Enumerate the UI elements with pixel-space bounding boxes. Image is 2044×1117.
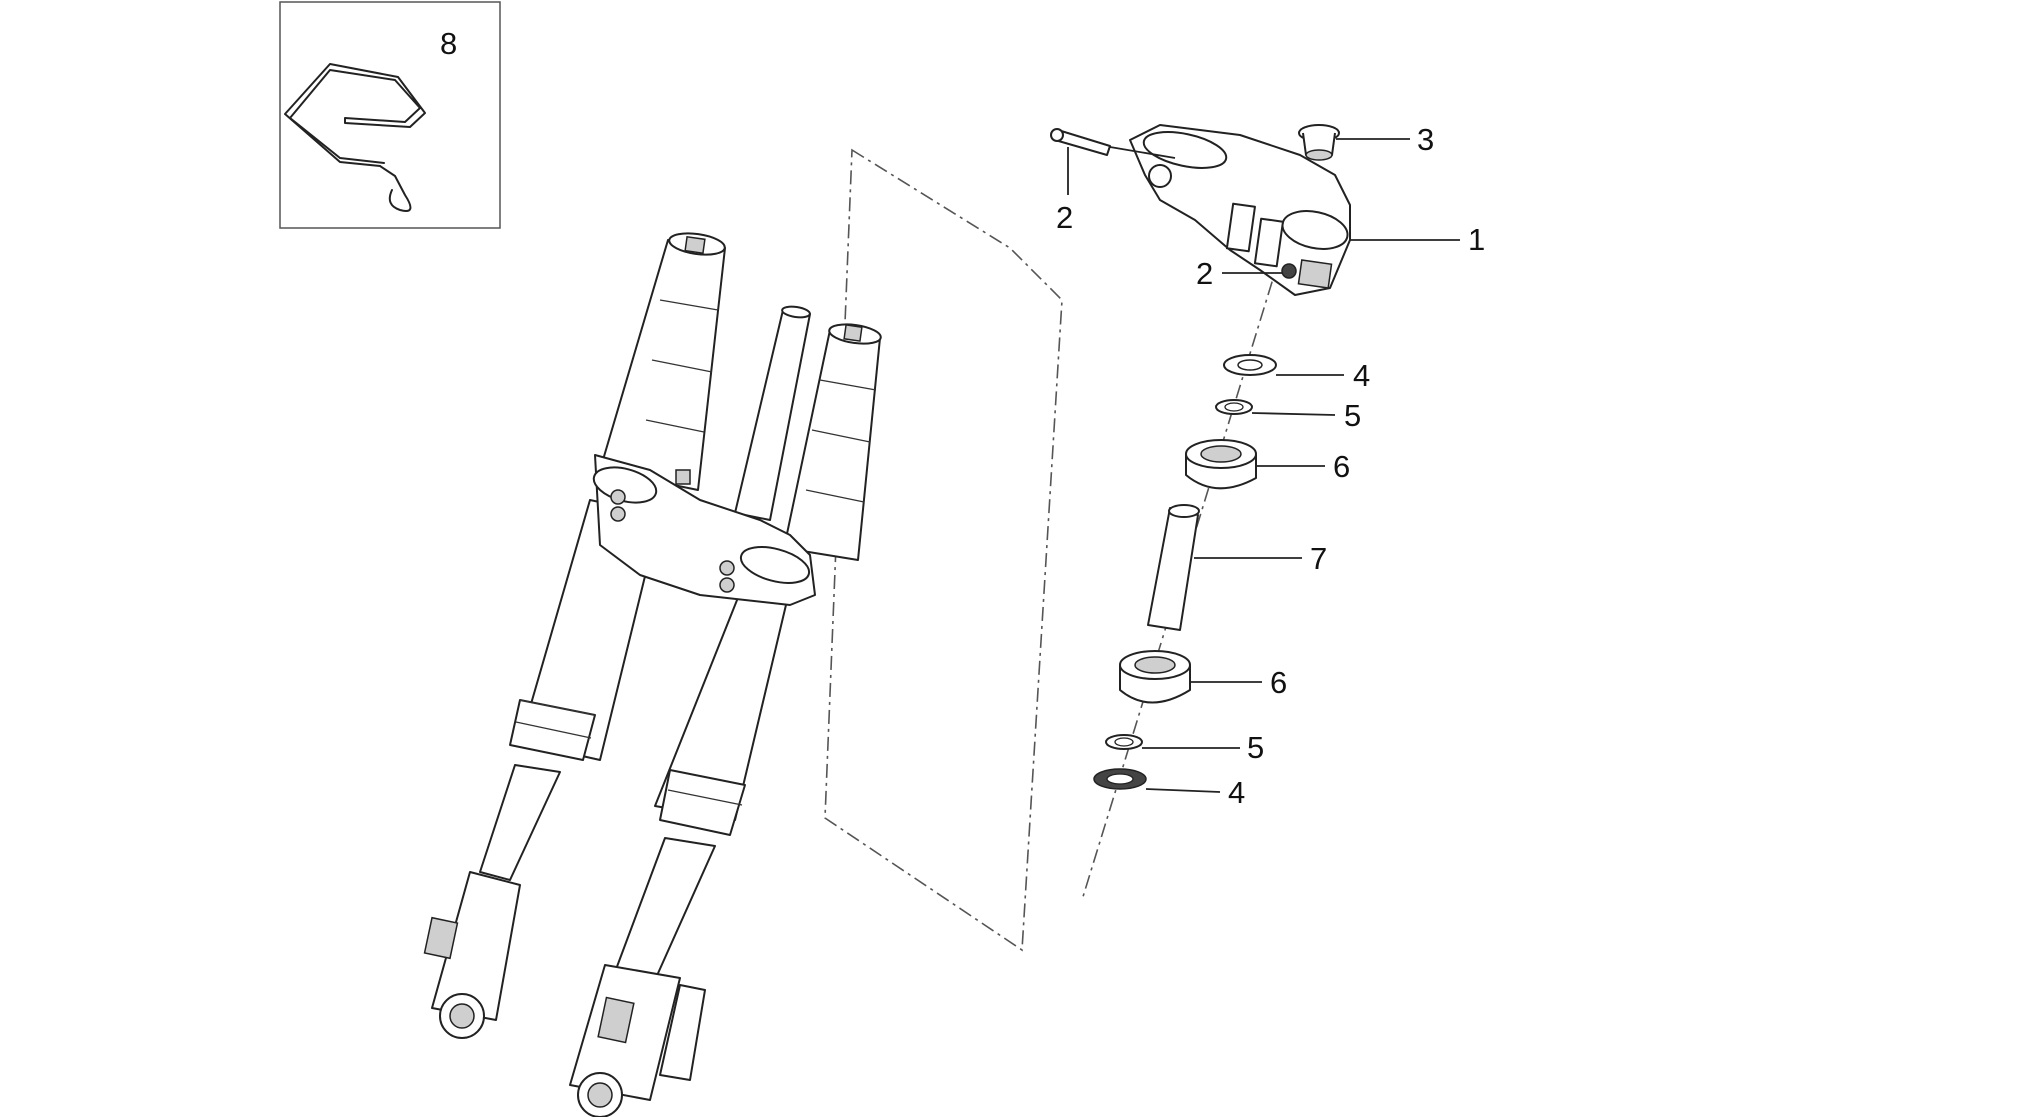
steering-stem: [734, 305, 811, 521]
callout-5-lower: 5: [1247, 730, 1264, 765]
bolt-part-2a: [1050, 128, 1111, 156]
left-fork-leg: [423, 232, 726, 1039]
callout-4-lower: 4: [1228, 775, 1245, 810]
callout-2-upper: 2: [1056, 200, 1073, 235]
washer-part-4-lower: [1093, 768, 1147, 790]
callout-5-upper: 5: [1344, 398, 1361, 433]
callout-1: 1: [1468, 222, 1485, 257]
washer-part-4-upper: [1223, 354, 1277, 376]
callout-6-upper: 6: [1333, 449, 1350, 484]
inset-box-part-8: [279, 1, 501, 229]
lower-yoke: [592, 454, 816, 606]
leader-lines: [1067, 138, 1460, 793]
right-fork-leg: [569, 323, 882, 1117]
callout-4-upper: 4: [1353, 358, 1370, 393]
stem-axis-line: [1081, 229, 1289, 901]
upper-yoke-part-1: [1129, 124, 1351, 296]
callout-2-lower: 2: [1196, 256, 1213, 291]
bearing-part-6-upper: [1185, 439, 1257, 490]
bolt-part-2b: [1281, 263, 1297, 279]
tube-part-7: [1147, 504, 1200, 631]
bearing-part-6-lower: [1119, 650, 1191, 704]
callout-3: 3: [1417, 122, 1434, 157]
callout-7: 7: [1310, 541, 1327, 576]
assembly-outline: [824, 148, 1063, 952]
washer-part-5-upper: [1215, 399, 1253, 415]
callout-6-lower: 6: [1270, 665, 1287, 700]
callout-8: 8: [440, 26, 457, 61]
cap-part-3: [1298, 124, 1340, 161]
washer-part-5-lower: [1105, 734, 1143, 750]
